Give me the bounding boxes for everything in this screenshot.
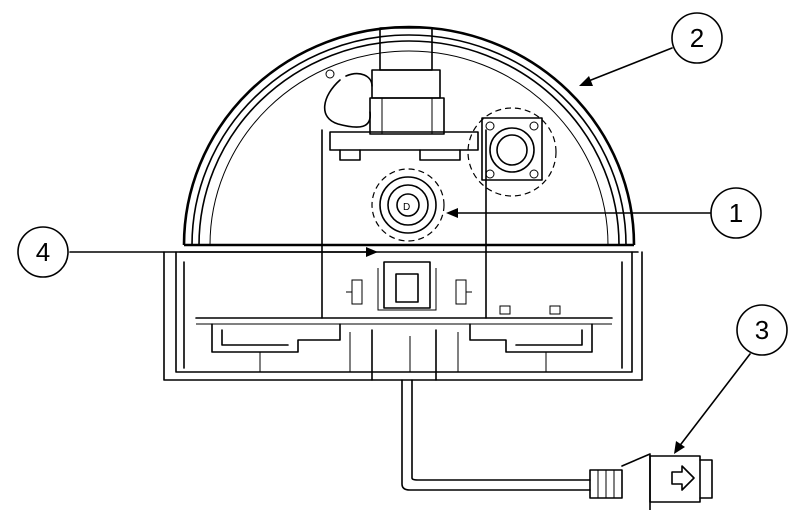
callout-3: 3 (736, 304, 788, 356)
camera-bracket (321, 129, 487, 319)
lens-assembly (323, 27, 445, 135)
dome-cover (182, 25, 636, 246)
leader-lines (69, 47, 751, 454)
internal-connector (346, 261, 561, 315)
callout-4: 4 (17, 226, 69, 278)
callout-2-label: 2 (690, 23, 704, 53)
cable-connector (401, 379, 713, 510)
pan-adjustment-screw: D (371, 168, 445, 242)
base-housing (163, 243, 643, 381)
callout-1-label: 1 (729, 198, 743, 228)
tilt-gear (467, 107, 557, 197)
callout-4-label: 4 (36, 237, 50, 267)
callout-2: 2 (671, 12, 723, 64)
svg-text:D: D (403, 202, 410, 213)
callout-1: 1 (710, 187, 762, 239)
callout-3-label: 3 (755, 315, 769, 345)
